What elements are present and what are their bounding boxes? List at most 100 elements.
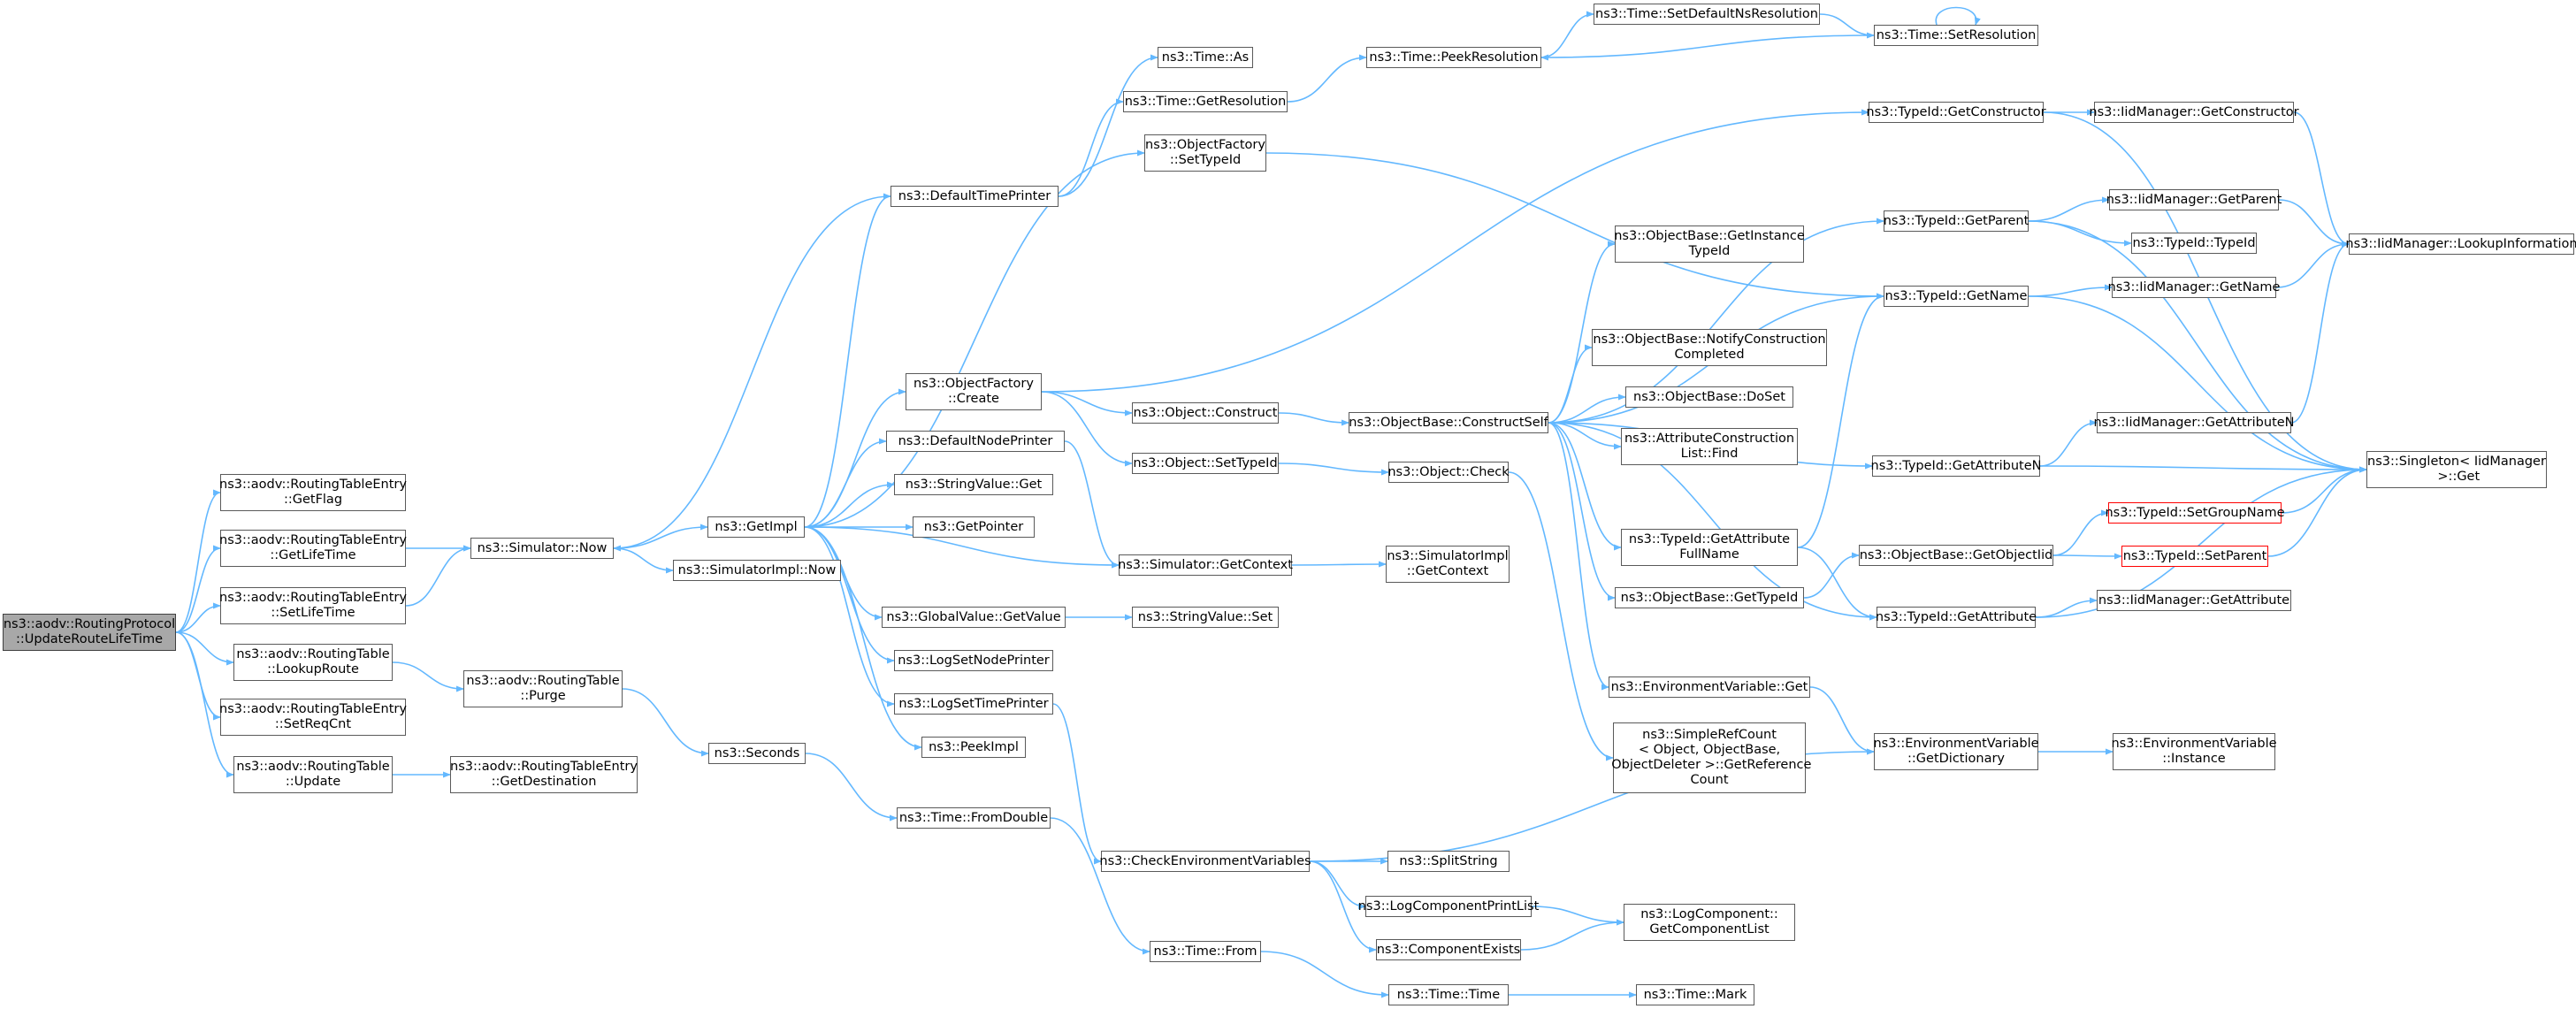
node-ob-doset[interactable]: ns3::ObjectBase::DoSet	[1625, 386, 1793, 408]
node-time-mark[interactable]: ns3::Time::Mark	[1636, 984, 1754, 1005]
node-getpointer[interactable]: ns3::GetPointer	[913, 516, 1035, 538]
node-rte-getdest[interactable]: ns3::aodv::RoutingTableEntry ::GetDestin…	[450, 756, 638, 793]
node-default-node-printer[interactable]: ns3::DefaultNodePrinter	[886, 431, 1065, 452]
node-typeid-typeid[interactable]: ns3::TypeId::TypeId	[2131, 233, 2257, 254]
node-ob-getobjectiid[interactable]: ns3::ObjectBase::GetObjectIid	[1859, 545, 2053, 566]
node-typeid-setparent[interactable]: ns3::TypeId::SetParent	[2121, 546, 2268, 567]
node-iidm-getattributen[interactable]: ns3::IidManager::GetAttributeN	[2093, 412, 2295, 433]
node-logsettimeprinter[interactable]: ns3::LogSetTimePrinter	[894, 693, 1053, 715]
node-typeid-getname[interactable]: ns3::TypeId::GetName	[1884, 286, 2029, 307]
node-logcomp-getlist[interactable]: ns3::LogComponent:: GetComponentList	[1624, 904, 1795, 941]
node-componentexists[interactable]: ns3::ComponentExists	[1376, 939, 1521, 960]
edge-time-setresolution-to-time-setresolution	[1935, 6, 1981, 26]
node-rt-purge[interactable]: ns3::aodv::RoutingTable ::Purge	[463, 670, 623, 707]
node-simimpl-getcontext[interactable]: ns3::SimulatorImpl ::GetContext	[1386, 546, 1510, 583]
node-sim-getcontext[interactable]: ns3::Simulator::GetContext	[1118, 554, 1293, 576]
edge-root-to-rt-lookuproute	[175, 631, 234, 666]
edge-typeid-getattrfullname-to-typeid-getname	[1797, 293, 1884, 548]
edge-default-time-printer-to-time-as	[1058, 54, 1158, 197]
node-iidm-lookupinformation[interactable]: ns3::IidManager::LookupInformation	[2345, 233, 2576, 255]
node-time-setresolution[interactable]: ns3::Time::SetResolution	[1874, 25, 2038, 46]
edge-obj-settypeid-to-obj-check	[1278, 462, 1389, 476]
edge-getimpl-to-default-node-printer	[804, 438, 887, 528]
node-typeid-getparent[interactable]: ns3::TypeId::GetParent	[1884, 210, 2029, 232]
node-time-fromdouble[interactable]: ns3::Time::FromDouble	[897, 807, 1051, 829]
node-rte-getlifetime[interactable]: ns3::aodv::RoutingTableEntry ::GetLifeTi…	[219, 530, 407, 567]
node-splitstring[interactable]: ns3::SplitString	[1387, 851, 1510, 872]
edge-ob-constructself-to-typeid-getattrfullname	[1548, 422, 1622, 551]
edge-iidm-getparent-to-iidm-lookupinformation	[2278, 199, 2350, 248]
node-typeid-getattribute[interactable]: ns3::TypeId::GetAttribute	[1876, 607, 2037, 628]
node-typeid-getconstructor[interactable]: ns3::TypeId::GetConstructor	[1866, 102, 2046, 123]
node-of-create[interactable]: ns3::ObjectFactory ::Create	[906, 373, 1042, 410]
edge-typeid-getparent-to-singleton-get	[2028, 220, 2367, 473]
edge-sim-getcontext-to-simimpl-getcontext	[1291, 561, 1387, 568]
node-obj-check[interactable]: ns3::Object::Check	[1387, 462, 1510, 483]
node-typeid-setgroupname[interactable]: ns3::TypeId::SetGroupName	[2105, 502, 2285, 524]
node-sim-now[interactable]: ns3::Simulator::Now	[470, 538, 614, 559]
node-ob-gettypeid[interactable]: ns3::ObjectBase::GetTypeId	[1615, 587, 1804, 608]
node-attr-construction-find[interactable]: ns3::AttributeConstruction List::Find	[1621, 428, 1798, 465]
node-obj-settypeid[interactable]: ns3::Object::SetTypeId	[1132, 453, 1279, 474]
edge-iidm-getconstructor-to-iidm-lookupinformation	[2293, 111, 2350, 248]
node-time-time[interactable]: ns3::Time::Time	[1388, 984, 1509, 1005]
node-check-env-vars[interactable]: ns3::CheckEnvironmentVariables	[1099, 851, 1311, 872]
node-default-time-printer[interactable]: ns3::DefaultTimePrinter	[891, 186, 1059, 207]
edge-sim-now-to-simimpl-now	[613, 547, 674, 574]
node-peekimpl[interactable]: ns3::PeekImpl	[921, 737, 1026, 758]
node-rte-setlifetime[interactable]: ns3::aodv::RoutingTableEntry ::SetLifeTi…	[219, 587, 407, 624]
edge-time-peekresolution-to-time-setdefaultns	[1540, 11, 1594, 58]
node-time-getresolution[interactable]: ns3::Time::GetResolution	[1123, 91, 1288, 112]
node-iidm-getname[interactable]: ns3::IidManager::GetName	[2108, 277, 2280, 298]
node-stringvalue-set[interactable]: ns3::StringValue::Set	[1132, 607, 1279, 628]
node-envvar-getdictionary[interactable]: ns3::EnvironmentVariable ::GetDictionary	[1873, 733, 2039, 770]
edge-check-env-vars-to-logcomp-printlist	[1309, 860, 1366, 910]
node-logcomp-printlist[interactable]: ns3::LogComponentPrintList	[1358, 896, 1539, 917]
node-simplerefcount[interactable]: ns3::SimpleRefCount < Object, ObjectBase…	[1611, 722, 1811, 793]
node-time-peekresolution[interactable]: ns3::Time::PeekResolution	[1366, 47, 1541, 68]
node-envvar-instance[interactable]: ns3::EnvironmentVariable ::Instance	[2111, 733, 2277, 770]
edge-default-time-printer-to-sim-now	[613, 195, 891, 552]
node-logsetnodeprinter[interactable]: ns3::LogSetNodePrinter	[894, 650, 1053, 671]
node-rte-getflag[interactable]: ns3::aodv::RoutingTableEntry ::GetFlag	[219, 474, 407, 511]
edge-root-to-rte-getflag	[175, 489, 221, 633]
edge-obj-check-to-simplerefcount	[1508, 471, 1614, 761]
node-time-as[interactable]: ns3::Time::As	[1158, 47, 1253, 68]
edge-check-env-vars-to-componentexists	[1309, 860, 1377, 953]
edge-getimpl-to-of-settypeid	[804, 149, 1145, 528]
edge-envvar-get-to-envvar-getdictionary	[1809, 686, 1875, 755]
edge-typeid-getname-to-iidm-getname	[2028, 284, 2113, 297]
edge-root-to-rt-update	[175, 631, 234, 778]
node-iidm-getconstructor[interactable]: ns3::IidManager::GetConstructor	[2089, 102, 2299, 123]
edge-typeid-getattrfullname-to-typeid-getattribute	[1797, 547, 1877, 621]
node-stringvalue-get[interactable]: ns3::StringValue::Get	[894, 474, 1053, 495]
node-iidm-getparent[interactable]: ns3::IidManager::GetParent	[2106, 189, 2282, 210]
node-rte-setreqcnt[interactable]: ns3::aodv::RoutingTableEntry ::SetReqCnt	[219, 699, 407, 736]
node-of-settypeid[interactable]: ns3::ObjectFactory ::SetTypeId	[1144, 134, 1266, 172]
edge-time-fromdouble-to-time-from	[1050, 817, 1150, 955]
node-time-from[interactable]: ns3::Time::From	[1150, 941, 1261, 962]
node-ob-constructself[interactable]: ns3::ObjectBase::ConstructSelf	[1349, 412, 1548, 433]
node-simimpl-now[interactable]: ns3::SimulatorImpl::Now	[673, 560, 841, 581]
edge-of-create-to-obj-construct	[1041, 391, 1133, 417]
node-rt-update[interactable]: ns3::aodv::RoutingTable ::Update	[233, 756, 393, 793]
node-rt-lookuproute[interactable]: ns3::aodv::RoutingTable ::LookupRoute	[233, 644, 393, 681]
node-envvar-get[interactable]: ns3::EnvironmentVariable::Get	[1609, 676, 1810, 698]
node-root[interactable]: ns3::aodv::RoutingProtocol ::UpdateRoute…	[3, 614, 176, 651]
node-iidm-getattribute[interactable]: ns3::IidManager::GetAttribute	[2097, 590, 2291, 611]
edge-logsettimeprinter-to-check-env-vars	[1052, 703, 1102, 865]
node-typeid-getattributen[interactable]: ns3::TypeId::GetAttributeN	[1871, 455, 2042, 477]
node-time-setdefaultns[interactable]: ns3::Time::SetDefaultNsResolution	[1594, 4, 1820, 25]
node-ob-getinstancetypeid[interactable]: ns3::ObjectBase::GetInstance TypeId	[1614, 225, 1805, 263]
node-seconds[interactable]: ns3::Seconds	[708, 743, 806, 764]
node-singleton-get[interactable]: ns3::Singleton< IidManager >::Get	[2366, 451, 2547, 488]
edge-seconds-to-time-fromdouble	[805, 753, 898, 822]
node-obj-construct[interactable]: ns3::Object::Construct	[1132, 402, 1279, 424]
node-typeid-getattrfullname[interactable]: ns3::TypeId::GetAttribute FullName	[1621, 529, 1798, 566]
node-getimpl[interactable]: ns3::GetImpl	[707, 516, 805, 538]
edge-time-getresolution-to-time-peekresolution	[1287, 54, 1367, 103]
edge-obj-construct-to-ob-constructself	[1278, 412, 1349, 426]
node-ob-notifyconstruction[interactable]: ns3::ObjectBase::NotifyConstruction Comp…	[1592, 329, 1827, 366]
node-globalvalue-getvalue[interactable]: ns3::GlobalValue::GetValue	[882, 607, 1066, 628]
